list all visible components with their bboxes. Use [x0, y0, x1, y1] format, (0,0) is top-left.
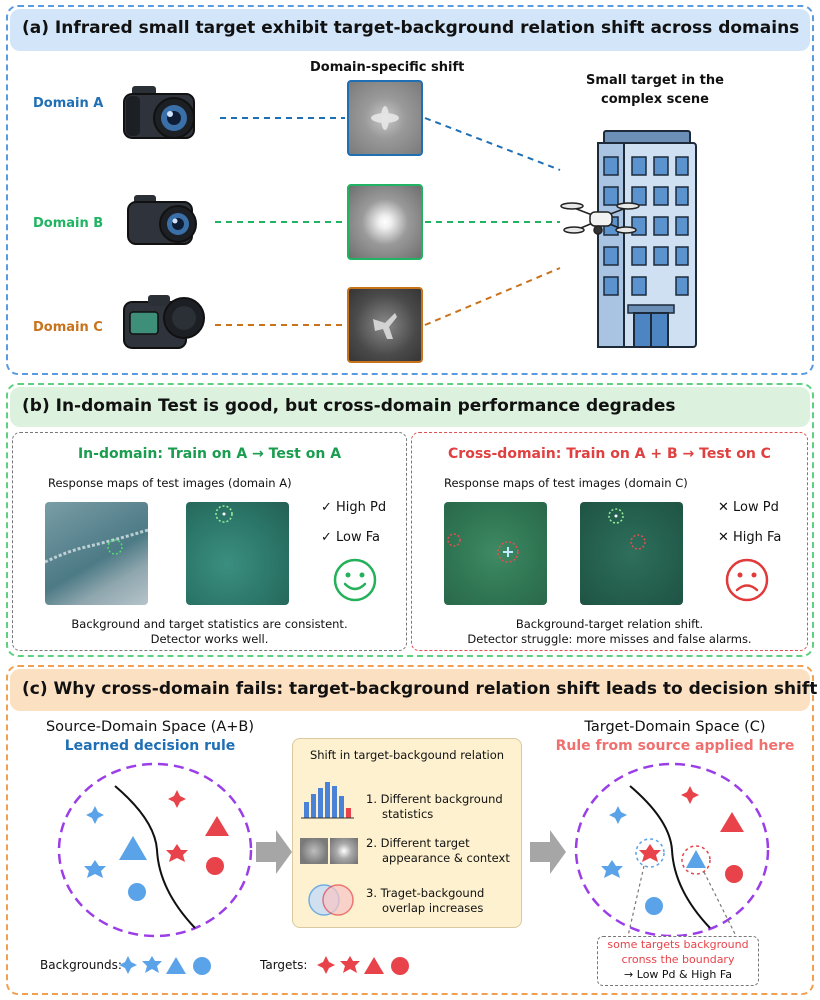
callout-line2: cronss the boundary	[621, 953, 735, 966]
domain-b-label: Domain B	[33, 216, 104, 231]
target-space-subtitle: Rule from source applied here	[555, 738, 795, 754]
cross-domain-subtitle: Response maps of test images (domain C)	[444, 476, 688, 490]
in-domain-note2: Detector works well.	[150, 632, 269, 646]
cross-domain-check2: ✕ High Fa	[718, 530, 782, 545]
panel-b-header	[10, 387, 810, 427]
shift-item-3-line2: overlap increases	[382, 901, 484, 915]
shift-caption: Domain-specific shift	[310, 60, 465, 75]
panel-c-header	[10, 669, 810, 711]
legend-background-shapes	[119, 956, 211, 975]
in-domain-note1: Background and target statistics are con…	[71, 617, 348, 631]
target-thumbnail-icon	[300, 838, 328, 864]
camera-icon	[127, 195, 197, 245]
panel-b-title: (b) In-domain Test is good, but cross-do…	[22, 396, 676, 416]
cross-domain-note2: Detector struggle: more misses and false…	[467, 632, 752, 646]
domain-a-label: Domain A	[33, 96, 104, 111]
shift-item-3-line1: 3. Traget-backgound	[366, 886, 485, 900]
ir-tile-domain-b	[347, 184, 423, 260]
ir-tile-domain-c	[347, 287, 423, 363]
source-space-subtitle: Learned decision rule	[64, 738, 236, 754]
target-thumbnail-icon	[330, 838, 358, 864]
response-map-c2	[580, 502, 683, 605]
histogram-icon	[301, 782, 354, 819]
venn-overlap-icon	[308, 884, 354, 916]
shift-box-title: Shift in target-backgound relation	[309, 748, 505, 762]
target-space-title: Target-Domain Space (C)	[584, 719, 766, 735]
in-domain-title: In-domain: Train on A → Test on A	[77, 446, 342, 462]
camera-icon	[123, 295, 205, 349]
sad-face-icon	[725, 558, 769, 602]
shift-item-1-line1: 1. Different background	[366, 792, 503, 806]
panel-c-title: (c) Why cross-domain fails: target-backg…	[22, 679, 818, 699]
domain-connectors	[215, 117, 561, 326]
source-space-title: Source-Domain Space (A+B)	[45, 719, 255, 735]
response-map-a1	[45, 502, 148, 605]
arrow-right-icon	[256, 830, 292, 874]
in-domain-box	[12, 432, 407, 651]
panel-a-title: (a) Infrared small target exhibit target…	[22, 18, 800, 38]
drone-icon	[560, 202, 640, 235]
shift-item-1-line2: statistics	[382, 807, 434, 821]
shift-item-2-line1: 2. Different target	[366, 836, 470, 850]
target-feature-space	[574, 762, 770, 938]
ir-tile-domain-a	[347, 80, 423, 156]
arrow-right-icon	[530, 830, 566, 874]
camera-icon	[123, 86, 195, 139]
shift-item-2-line2: appearance & context	[382, 851, 510, 865]
cross-domain-box	[411, 432, 808, 651]
source-feature-space	[57, 762, 253, 938]
cross-domain-note1: Background-target relation shift.	[515, 617, 704, 631]
panel-a-header	[10, 9, 810, 51]
legend-target-shapes	[317, 956, 409, 975]
legend-targets-label: Targets:	[260, 958, 308, 972]
callout-line3: → Low Pd & High Fa	[624, 968, 732, 981]
panel-b	[6, 383, 814, 657]
callout-box	[597, 936, 759, 986]
response-map-c1	[444, 502, 547, 605]
building-icon	[597, 130, 697, 348]
legend-backgrounds-label: Backgrounds:	[40, 958, 122, 972]
panel-c	[6, 665, 814, 995]
domain-c-label: Domain C	[33, 320, 103, 335]
scene-caption-line1: Small target in the	[586, 73, 724, 88]
cross-domain-title: Cross-domain: Train on A + B → Test on C	[448, 446, 771, 462]
in-domain-check2: ✓ Low Fa	[321, 530, 381, 545]
in-domain-subtitle: Response maps of test images (domain A)	[48, 476, 292, 490]
scene-caption-line2: complex scene	[600, 92, 709, 107]
response-map-a2	[186, 502, 289, 605]
smiley-face-icon	[333, 558, 377, 602]
callout-line1: some targets background	[607, 938, 749, 951]
in-domain-check1: ✓ High Pd	[321, 500, 387, 515]
cross-domain-check1: ✕ Low Pd	[718, 500, 779, 515]
panel-a	[6, 5, 814, 375]
